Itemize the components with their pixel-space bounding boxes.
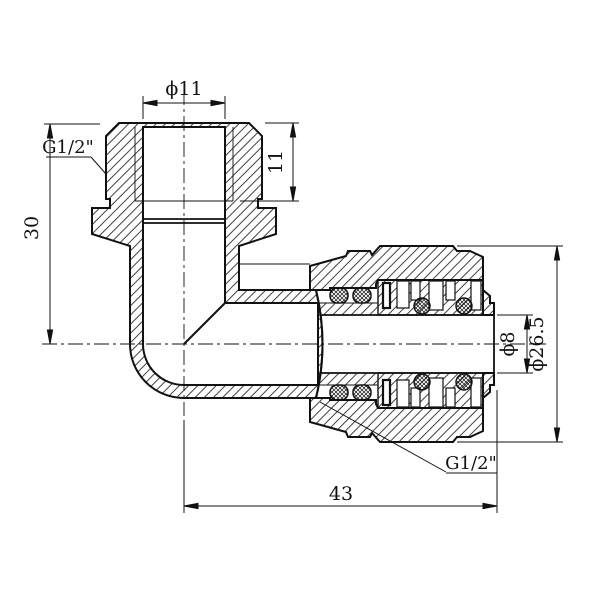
elbow-body-section xyxy=(91,122,324,399)
leader-thread-bottom xyxy=(319,401,497,474)
label-thread-bottom: G1/2" xyxy=(445,453,497,474)
dim-phi11 xyxy=(142,96,226,119)
dim-text-phi26-5: ϕ26.5 xyxy=(526,316,548,371)
dim-30 xyxy=(44,123,100,345)
dim-text-phi8: ϕ8 xyxy=(497,331,519,356)
label-thread-top: G1/2" xyxy=(42,137,94,158)
o-ring-seals xyxy=(329,287,372,401)
dim-text-11: 11 xyxy=(265,150,287,174)
dim-phi26-5 xyxy=(457,245,563,443)
dim-text-30: 30 xyxy=(21,216,43,240)
dim-text-phi11: ϕ11 xyxy=(165,78,202,100)
dim-11 xyxy=(240,122,299,202)
dimensions xyxy=(44,96,563,513)
bore-corner-chamfer xyxy=(183,302,226,345)
nut-top-section xyxy=(309,245,495,316)
dim-43 xyxy=(183,390,498,513)
grip-insert-bottom xyxy=(317,372,484,409)
nut-bottom-section xyxy=(309,372,495,443)
part-section-view xyxy=(91,122,495,443)
grip-insert-top xyxy=(317,279,484,316)
dimension-texts: ϕ11 G1/2" 11 30 ϕ8 ϕ26.5 G1/2" 43 xyxy=(21,78,548,505)
dim-phi8 xyxy=(497,314,533,374)
leader-thread-top xyxy=(46,156,107,175)
dim-text-43: 43 xyxy=(329,483,353,505)
centerlines xyxy=(42,90,546,416)
